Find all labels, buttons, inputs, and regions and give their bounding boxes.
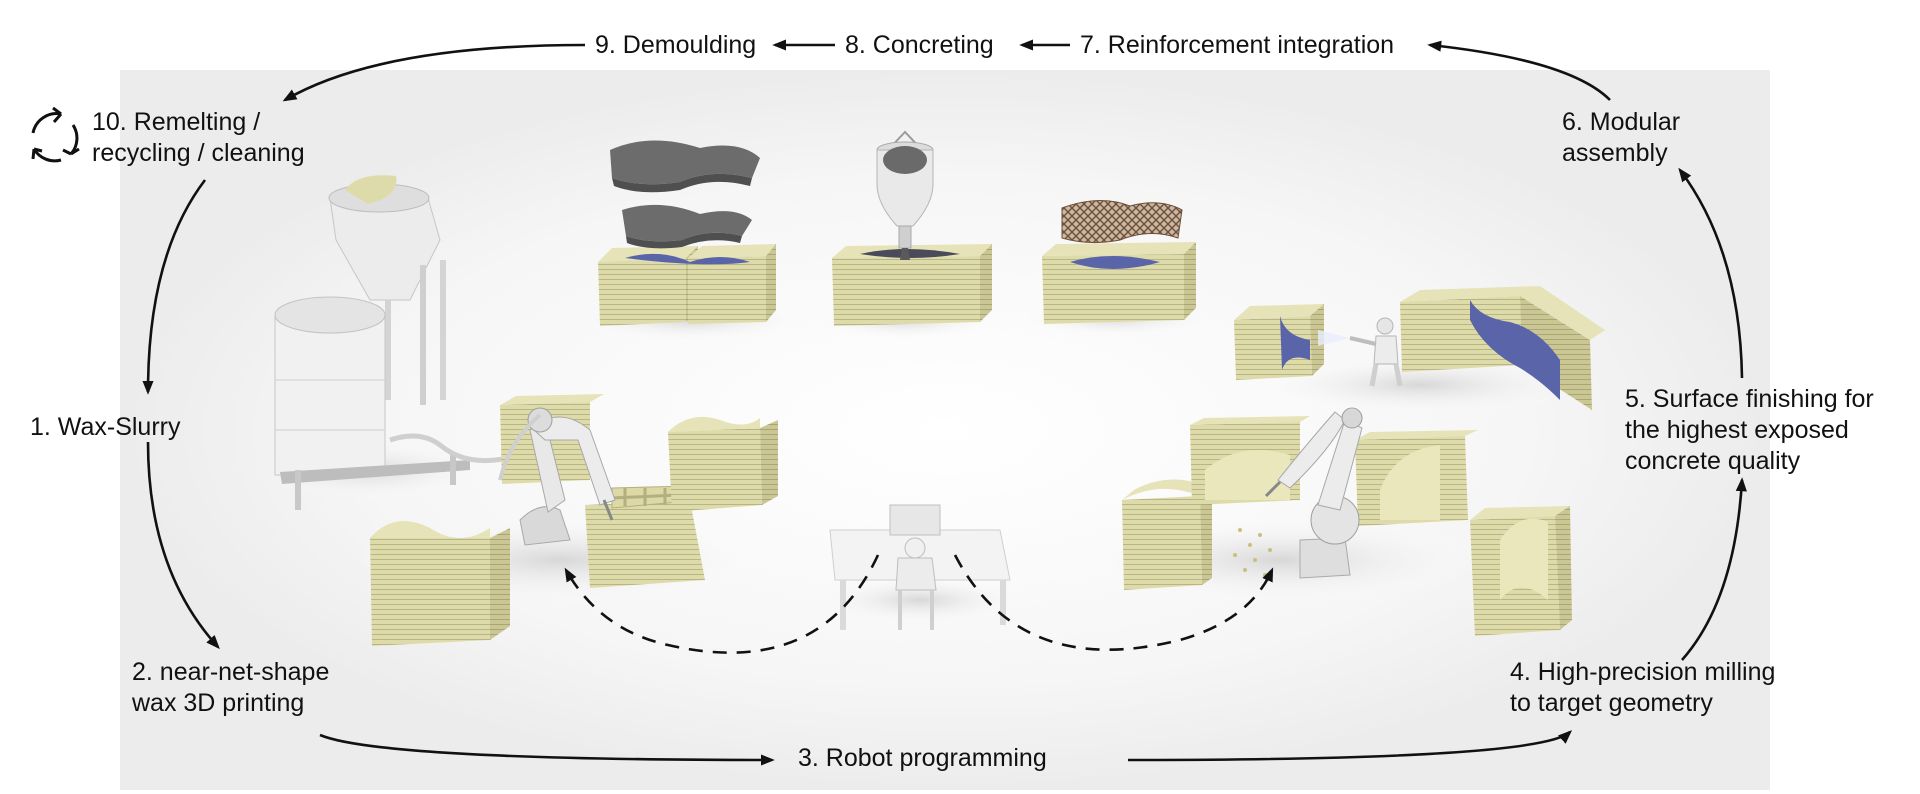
step-1-label: 1. Wax-Slurry xyxy=(30,412,180,443)
wax-slurry-tanks xyxy=(250,175,521,510)
step-2-line-1: 2. near-net-shape xyxy=(132,658,330,686)
step-3-label: 3. Robot programming xyxy=(798,743,1047,774)
printing-scene xyxy=(350,394,778,646)
recycle-icon xyxy=(31,106,80,163)
arrow-4-to-5 xyxy=(1681,477,1747,661)
step-4-line-2: to target geometry xyxy=(1510,689,1713,717)
step-1-line-1: 1. Wax-Slurry xyxy=(30,413,181,441)
step-9-label: 9. Demoulding xyxy=(595,30,756,61)
step-3-line-1: 3. Robot programming xyxy=(798,744,1047,772)
arrow-2-to-3 xyxy=(319,733,775,766)
step-5-line-3: concrete quality xyxy=(1625,447,1801,475)
step-7-label: 7. Reinforcement integration xyxy=(1080,30,1394,61)
step-10-label: 10. Remelting / recycling / cleaning xyxy=(92,107,305,169)
arrow-5-to-6 xyxy=(1678,167,1744,379)
step-9-line-1: 9. Demoulding xyxy=(595,31,757,59)
milling-scene xyxy=(1070,407,1572,636)
arrow-3-to-4 xyxy=(1127,730,1573,762)
step-2-label: 2. near-net-shape wax 3D printing xyxy=(132,657,329,719)
step-4-line-1: 4. High-precision milling xyxy=(1510,658,1776,686)
step-6-line-2: assembly xyxy=(1562,139,1668,167)
programming-desk-scene xyxy=(810,504,1030,630)
arrow-1-to-2 xyxy=(146,441,220,650)
step-10-line-2: recycling / cleaning xyxy=(92,139,305,167)
step-6-label: 6. Modular assembly xyxy=(1562,107,1680,169)
arrow-6-to-7 xyxy=(1427,40,1611,101)
dashed-link-to-printer xyxy=(564,554,880,654)
demoulding-scene xyxy=(570,140,810,342)
step-8-line-1: 8. Concreting xyxy=(845,31,994,59)
step-5-line-1: 5. Surface finishing for xyxy=(1625,385,1874,413)
step-5-line-2: the highest exposed xyxy=(1625,416,1849,444)
step-10-line-1: 10. Remelting / xyxy=(92,108,261,136)
surface-finishing-scene xyxy=(1234,286,1605,415)
arrow-10-to-1 xyxy=(142,179,207,395)
concreting-scene xyxy=(810,130,1000,340)
step-5-label: 5. Surface finishing for the highest exp… xyxy=(1625,384,1874,477)
step-6-line-1: 6. Modular xyxy=(1562,108,1681,136)
step-4-label: 4. High-precision milling to target geom… xyxy=(1510,657,1775,719)
step-8-label: 8. Concreting xyxy=(845,30,994,61)
reinforcement-scene xyxy=(1015,199,1215,338)
dashed-link-to-miller xyxy=(953,554,1274,651)
arrow-9-to-10 xyxy=(282,43,586,102)
step-2-line-2: wax 3D printing xyxy=(132,689,305,717)
cycle-arrows xyxy=(142,39,1747,766)
step-7-line-1: 7. Reinforcement integration xyxy=(1080,31,1395,59)
